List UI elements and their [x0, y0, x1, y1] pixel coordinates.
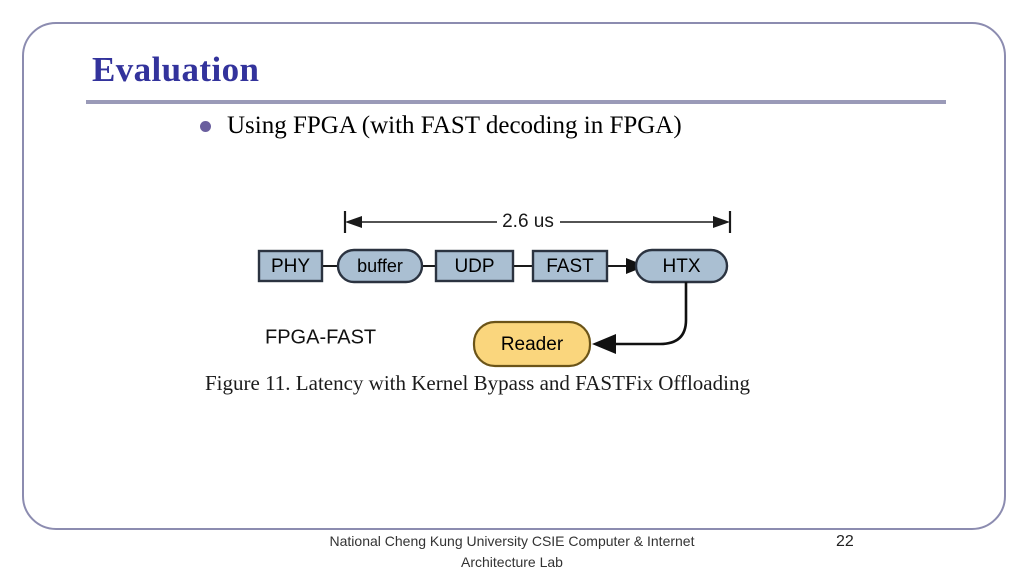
figure-side-label: FPGA-FAST: [265, 326, 376, 348]
node-fast-shape: [531, 249, 609, 283]
figure-caption: Figure 11. Latency with Kernel Bypass an…: [205, 371, 750, 395]
page-number: 22: [836, 533, 854, 550]
node-udp-label: UDP: [454, 256, 494, 277]
node-fast-label: FAST: [546, 256, 594, 277]
footer-line-2: Architecture Lab: [461, 554, 563, 570]
node-udp: UDP: [434, 249, 515, 283]
node-reader-shape: [472, 320, 592, 368]
node-buffer: buffer: [336, 248, 424, 284]
node-reader: Reader: [472, 320, 592, 368]
node-htx: HTX: [634, 248, 729, 284]
node-phy: PHY: [257, 249, 324, 283]
page-title: Evaluation: [92, 50, 260, 89]
node-htx-label: HTX: [663, 256, 701, 277]
bullet-item-label: Using FPGA (with FAST decoding in FPGA): [227, 112, 682, 139]
htx-to-reader-path: [612, 282, 688, 346]
dimension-line-group: 2.6 us: [343, 211, 732, 233]
dimension-arrowhead-left-icon: [345, 216, 362, 228]
bullet-item: Using FPGA (with FAST decoding in FPGA): [200, 110, 682, 142]
dimension-label: 2.6 us: [502, 211, 554, 232]
node-phy-label: PHY: [271, 256, 310, 277]
node-reader-label: Reader: [501, 334, 564, 355]
node-udp-shape: [434, 249, 515, 283]
htx-to-reader-arrow: [592, 282, 688, 354]
node-htx-shape: [634, 248, 729, 284]
pipeline-connectors: [322, 258, 646, 274]
node-fast: FAST: [531, 249, 609, 283]
footer-text: National Cheng Kung University CSIE Comp…: [262, 531, 762, 573]
bullet-dot-icon: [200, 121, 211, 132]
node-phy-shape: [257, 249, 324, 283]
arrowhead-htx-to-reader-icon: [592, 334, 616, 354]
arrowhead-fast-to-htx-icon: [626, 258, 646, 274]
node-buffer-shape: [336, 248, 424, 284]
node-buffer-label: buffer: [357, 256, 403, 276]
title-underline-rule: [86, 100, 946, 104]
dimension-arrowhead-right-icon: [713, 216, 730, 228]
slide-border-frame: [22, 22, 1006, 530]
footer-line-1: National Cheng Kung University CSIE Comp…: [329, 533, 695, 549]
